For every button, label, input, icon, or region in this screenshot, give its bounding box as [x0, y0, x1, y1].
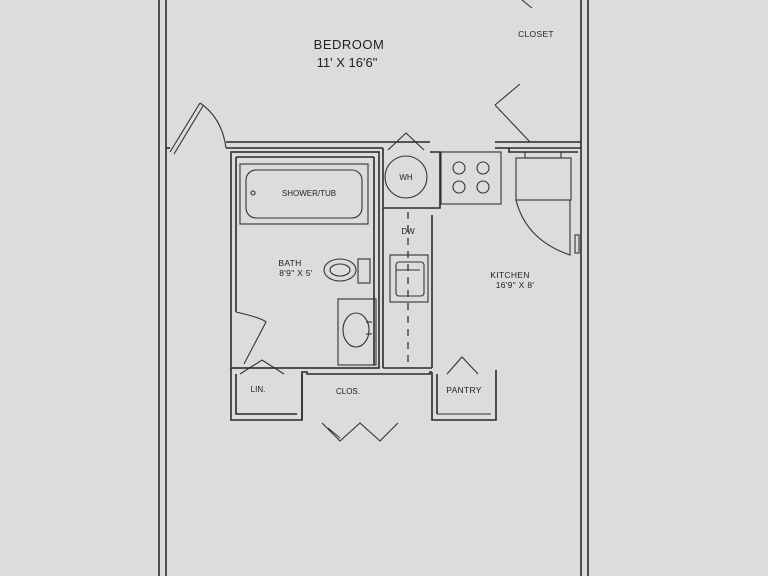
exterior-walls — [158, 0, 589, 576]
refrigerator — [508, 148, 580, 256]
bedroom-label: BEDROOM — [314, 37, 385, 52]
bedroom-dimensions: 11' X 16'6" — [317, 55, 378, 70]
pantry-label: PANTRY — [446, 385, 482, 395]
linen-label: LIN. — [251, 385, 266, 394]
bath-hall-door — [235, 311, 267, 365]
kitchen-label: KITCHEN — [490, 270, 529, 280]
dishwasher-label: DW — [401, 227, 415, 236]
water-heater-label: WH — [399, 173, 413, 182]
clos-bifold-door — [321, 422, 399, 442]
bath-dimensions: 8'9" X 5' — [279, 268, 313, 278]
kitchen-dimensions: 16'9" X 8' — [496, 280, 535, 290]
closet-door — [494, 0, 533, 143]
lower-closets — [230, 356, 497, 421]
closet-label: CLOSET — [518, 29, 554, 39]
bath-walls — [230, 151, 380, 369]
bath-vanity — [337, 298, 377, 366]
toilet — [323, 258, 371, 284]
kitchen-sink — [389, 254, 429, 303]
water-heater — [382, 132, 441, 209]
kitchen-partition — [382, 208, 433, 369]
shower-tub-label: SHOWER/TUB — [282, 189, 336, 198]
bath-label: BATH — [278, 258, 301, 268]
shower-tub — [239, 163, 369, 225]
clos-label: CLOS. — [336, 387, 360, 396]
bath-door — [169, 102, 227, 155]
stove — [440, 151, 502, 205]
